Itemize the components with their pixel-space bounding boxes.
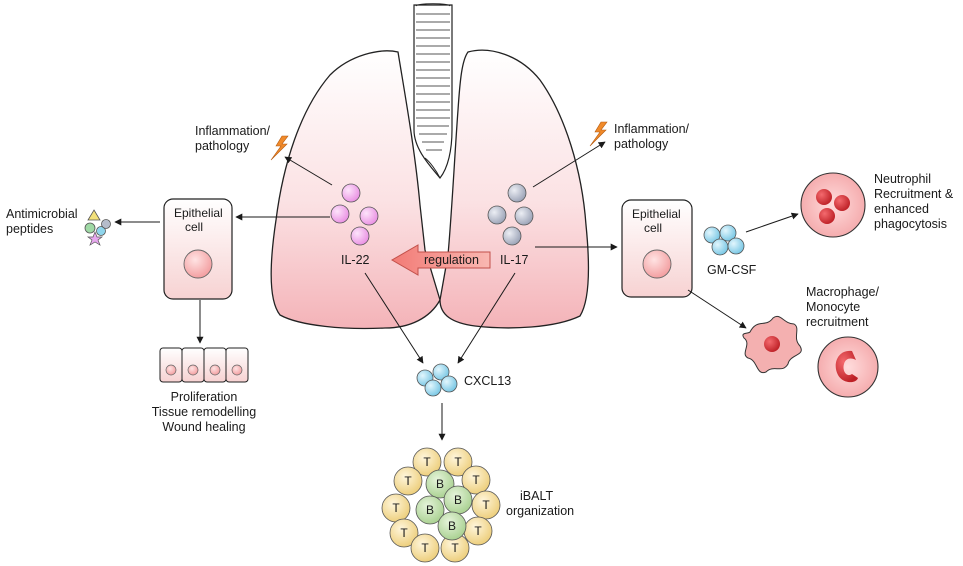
il17-label: IL-17 xyxy=(500,253,529,267)
b-cell: B xyxy=(437,511,467,541)
epithelial-right-line2: cell xyxy=(644,221,662,235)
t-cell: T xyxy=(381,493,411,523)
t-cell: T xyxy=(410,533,440,563)
macrophage-line1: Macrophage/ xyxy=(806,285,879,299)
epithelial-right-line1: Epithelial xyxy=(632,207,681,221)
lungs xyxy=(270,3,590,330)
svg-text:T: T xyxy=(392,501,400,515)
b-cell: B xyxy=(415,495,445,525)
macrophage-line3: recruitment xyxy=(806,315,869,329)
svg-text:T: T xyxy=(451,541,459,555)
antimicrobial-peptide-icon xyxy=(84,209,111,246)
il17-cytokine-cluster xyxy=(487,183,534,246)
neutrophil-icon xyxy=(800,172,866,238)
gmcsf-cytokine-cluster xyxy=(703,224,745,256)
t-cell: T xyxy=(412,447,442,477)
neutrophil-line4: phagocytosis xyxy=(874,217,947,231)
gmcsf-label: GM-CSF xyxy=(707,263,757,277)
b-cell: B xyxy=(443,485,473,515)
inflammation-left-line2: pathology xyxy=(195,139,250,153)
svg-text:B: B xyxy=(448,519,456,533)
proliferation-line3: Wound healing xyxy=(162,420,245,434)
neutrophil-line2: Recruitment & xyxy=(874,187,954,201)
arrow-il22-to-cxcl13 xyxy=(364,272,424,364)
svg-text:T: T xyxy=(472,473,480,487)
neutrophil-line1: Neutrophil xyxy=(874,172,931,186)
svg-text:T: T xyxy=(482,498,490,512)
proliferation-line2: Tissue remodelling xyxy=(152,405,256,419)
t-cell: T xyxy=(471,490,501,520)
svg-text:T: T xyxy=(454,455,462,469)
arrow-epithelial-to-macrophage xyxy=(687,289,747,329)
svg-text:T: T xyxy=(404,474,412,488)
arrow-il22-to-inflammation xyxy=(284,156,333,186)
inflammation-right-line2: pathology xyxy=(614,137,669,151)
arrow-gmcsf-to-neutrophil xyxy=(745,212,799,233)
t-cell: T xyxy=(443,447,473,477)
macrophage-line2: Monocyte xyxy=(806,300,860,314)
monocyte-icon xyxy=(817,336,879,398)
arrow-il17-to-inflammation xyxy=(532,141,606,188)
antimicrobial-line2: peptides xyxy=(6,222,53,236)
svg-text:B: B xyxy=(436,477,444,491)
svg-text:T: T xyxy=(474,524,482,538)
proliferation-line1: Proliferation xyxy=(171,390,238,404)
il22-cytokine-cluster xyxy=(330,183,379,246)
epithelial-cell-icon xyxy=(163,198,233,300)
ibalt-cluster: T T T T T T T T T T B B B B xyxy=(381,447,501,563)
t-cell: T xyxy=(393,466,423,496)
t-cell: T xyxy=(461,465,491,495)
arrow-il17-to-cxcl13 xyxy=(457,272,516,364)
trachea-icon xyxy=(413,3,453,179)
cxcl13-cytokine-cluster xyxy=(416,363,458,397)
macrophage-icon xyxy=(742,315,802,374)
svg-text:T: T xyxy=(400,526,408,540)
inflammation-right-line1: Inflammation/ xyxy=(614,122,690,136)
il22-label: IL-22 xyxy=(341,253,370,267)
ibalt-line2: organization xyxy=(506,504,574,518)
lightning-bolt-icon xyxy=(589,121,608,147)
neutrophil-line3: enhanced xyxy=(874,202,929,216)
epithelial-layer-icon xyxy=(159,347,249,383)
epithelial-left-line2: cell xyxy=(185,220,203,234)
t-cell: T xyxy=(389,518,419,548)
cxcl13-label: CXCL13 xyxy=(464,374,511,388)
ibalt-line1: iBALT xyxy=(520,489,553,503)
svg-text:B: B xyxy=(454,493,462,507)
t-cell: T xyxy=(463,516,493,546)
antimicrobial-line1: Antimicrobial xyxy=(6,207,78,221)
regulation-arrow xyxy=(390,244,491,276)
epithelial-left-line1: Epithelial xyxy=(174,206,223,220)
svg-text:T: T xyxy=(421,541,429,555)
epithelial-cell-icon xyxy=(621,199,693,298)
lightning-bolt-icon xyxy=(270,135,289,161)
svg-text:B: B xyxy=(426,503,434,517)
inflammation-left-line1: Inflammation/ xyxy=(195,124,271,138)
svg-text:T: T xyxy=(423,455,431,469)
regulation-label: regulation xyxy=(424,253,479,267)
